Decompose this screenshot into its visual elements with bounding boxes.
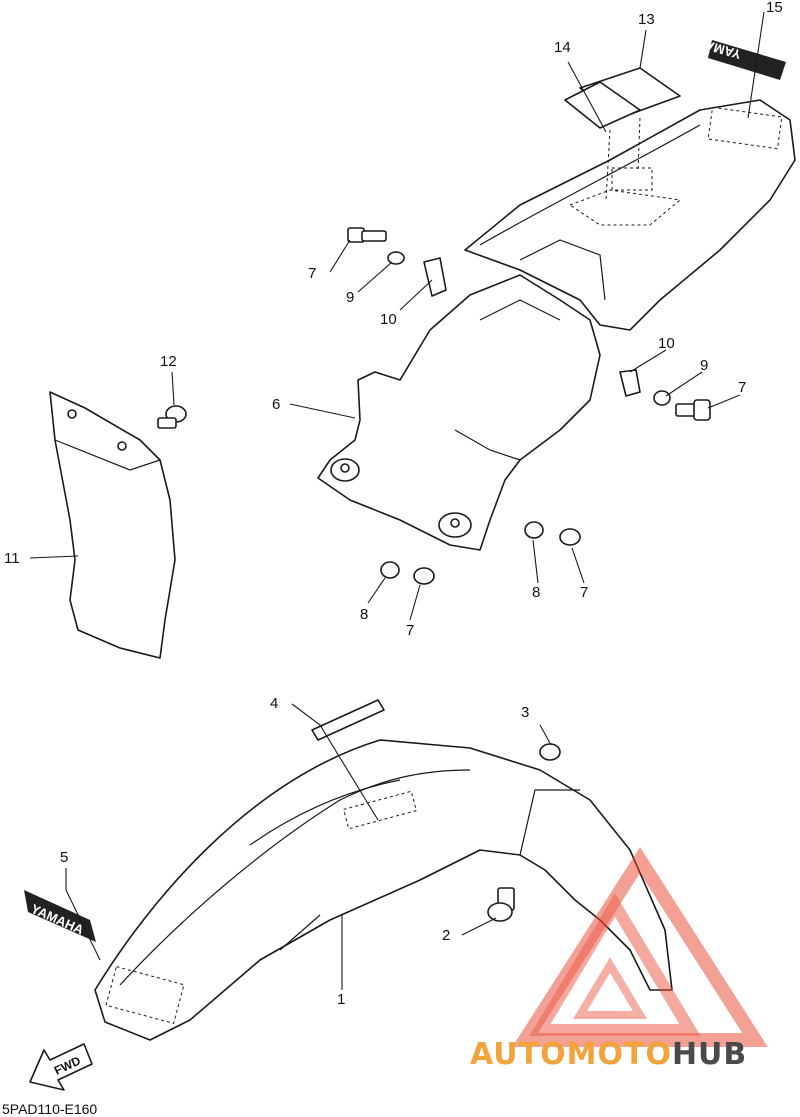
callout-12: 12 — [160, 353, 177, 370]
callout-7c: 7 — [406, 622, 414, 639]
callout-13: 13 — [638, 11, 655, 28]
mud-flap — [49, 391, 176, 659]
callout-7a: 7 — [308, 265, 316, 282]
callout-10a: 10 — [380, 311, 397, 328]
callout-8a: 8 — [360, 606, 368, 623]
rear-yamaha-decal: YAMAHA — [684, 32, 786, 80]
callout-8b: 8 — [532, 584, 540, 601]
watermark-text: AUTOMOTOHUB — [470, 1037, 747, 1072]
svg-text:AUTOMOTOHUB: AUTOMOTOHUB — [470, 1037, 747, 1072]
callout-14: 14 — [554, 39, 571, 56]
callout-11: 11 — [4, 550, 20, 567]
watermark-logo — [512, 846, 768, 1047]
callouts: 1 2 3 4 5 6 7 7 7 7 8 8 9 9 10 10 11 12 … — [4, 0, 783, 1008]
watermark-moto: MOTO — [567, 1037, 672, 1072]
leader-lines — [29, 11, 765, 990]
front-stripe-decal — [311, 699, 385, 741]
callout-5: 5 — [60, 849, 68, 866]
callout-7b: 7 — [738, 379, 746, 396]
fwd-arrow: FWD — [29, 1043, 93, 1091]
callout-1: 1 — [337, 991, 345, 1008]
rear-inner-fender — [317, 274, 601, 551]
watermark-auto: AUTO — [470, 1037, 567, 1072]
callout-7d: 7 — [580, 584, 588, 601]
callout-9b: 9 — [700, 357, 708, 374]
callout-9a: 9 — [346, 289, 354, 306]
seat-decals — [564, 67, 681, 201]
callout-2: 2 — [442, 927, 450, 944]
callout-6: 6 — [272, 396, 280, 413]
rear-hardware — [157, 227, 711, 922]
callout-4: 4 — [270, 695, 278, 712]
diagram-code: 5PAD110-E160 — [2, 1101, 97, 1117]
callout-3: 3 — [521, 704, 529, 721]
front-fender — [94, 739, 673, 1041]
callout-15: 15 — [766, 0, 783, 16]
watermark-hub: HUB — [672, 1037, 747, 1072]
callout-10b: 10 — [658, 335, 675, 352]
rear-fender — [464, 99, 796, 331]
front-yamaha-decal: YAMAHA — [24, 890, 96, 942]
